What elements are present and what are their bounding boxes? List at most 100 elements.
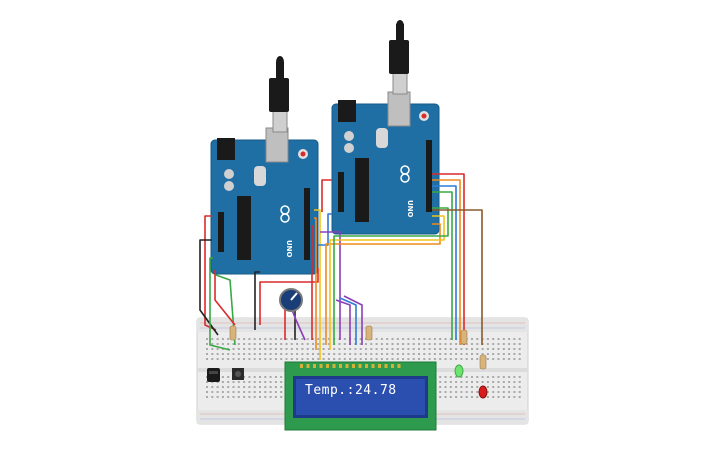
breadboard-hole	[301, 348, 304, 350]
breadboard-hole	[227, 381, 230, 383]
arduino-uno-right[interactable]: UNO	[331, 91, 440, 235]
breadboard-hole	[444, 338, 447, 340]
infinity-logo-left	[280, 205, 290, 223]
breadboard-hole	[444, 376, 447, 378]
breadboard-hole	[471, 358, 473, 360]
breadboard-hole	[237, 391, 240, 393]
lcd-pin	[332, 364, 336, 368]
breadboard-hole	[227, 353, 230, 355]
breadboard-hole	[248, 381, 251, 383]
breadboard-hole	[285, 338, 288, 340]
breadboard-hole	[264, 391, 267, 393]
wire-red-left-3	[214, 270, 236, 326]
breadboard-hole	[274, 391, 277, 393]
breadboard-hole	[476, 358, 479, 360]
breadboard-hole	[269, 381, 272, 383]
breadboard-hole	[428, 353, 431, 355]
breadboard-hole	[513, 358, 516, 360]
breadboard-hole	[497, 338, 500, 340]
breadboard-hole	[481, 381, 484, 383]
breadboard-hole	[248, 338, 251, 340]
breadboard-hole	[211, 358, 214, 360]
breadboard-hole	[449, 348, 452, 350]
breadboard-hole	[380, 353, 383, 355]
breadboard-hole	[211, 343, 214, 345]
breadboard-hole	[259, 396, 261, 398]
breadboard-hole	[476, 348, 479, 350]
breadboard-hole	[481, 353, 484, 355]
breadboard-hole	[290, 338, 293, 340]
breadboard-hole	[492, 376, 495, 378]
resistor-3	[460, 329, 468, 345]
breadboard-hole	[243, 381, 246, 383]
breadboard-hole	[486, 386, 489, 388]
breadboard-hole	[486, 376, 489, 378]
breadboard-hole	[296, 348, 299, 350]
breadboard-hole	[221, 376, 224, 378]
breadboard-hole	[423, 343, 426, 345]
wire-red-right	[432, 173, 465, 345]
breadboard-hole	[465, 386, 468, 388]
arduino-uno-left[interactable]: UNO	[210, 127, 319, 275]
breadboard-hole	[418, 343, 420, 345]
breadboard-hole	[269, 348, 272, 350]
breadboard-hole	[253, 353, 256, 355]
potentiometer[interactable]	[279, 288, 303, 312]
wire-blue-cross	[318, 213, 332, 246]
breadboard-hole	[338, 348, 341, 350]
breadboard-hole	[243, 376, 246, 378]
breadboard-hole	[486, 348, 489, 350]
breadboard-hole	[232, 396, 235, 398]
breadboard-hole	[380, 343, 383, 345]
breadboard-hole	[237, 353, 240, 355]
breadboard-hole	[221, 381, 224, 383]
breadboard-hole	[423, 353, 426, 355]
breadboard-hole	[476, 386, 479, 388]
wire-orange-cross	[325, 223, 441, 345]
breadboard-hole	[306, 348, 309, 350]
breadboard-hole	[264, 343, 267, 345]
breadboard-hole	[206, 391, 208, 393]
breadboard-hole	[221, 353, 224, 355]
breadboard-hole	[513, 391, 516, 393]
breadboard-hole	[391, 358, 394, 360]
temperature-sensor[interactable]	[207, 368, 220, 382]
lcd-pin	[365, 364, 368, 368]
breadboard-hole	[502, 391, 505, 393]
lcd-pin	[345, 364, 349, 368]
lcd-module[interactable]: Temp.:24.78	[284, 361, 437, 431]
lcd-pin	[313, 364, 316, 368]
breadboard-hole	[259, 376, 261, 378]
breadboard-hole	[412, 353, 415, 355]
wire-blue-lcd	[339, 297, 357, 345]
breadboard-hole	[221, 358, 224, 360]
breadboard-hole	[518, 338, 521, 340]
breadboard-hole	[365, 353, 367, 355]
breadboard-hole	[327, 338, 330, 340]
breadboard-hole	[492, 391, 495, 393]
breadboard-hole	[269, 396, 272, 398]
breadboard-hole	[391, 353, 394, 355]
breadboard-hole	[380, 348, 383, 350]
breadboard-hole	[492, 353, 495, 355]
breadboard-hole	[492, 358, 495, 360]
breadboard-hole	[513, 353, 516, 355]
led-red[interactable]	[478, 385, 488, 399]
breadboard-hole	[439, 386, 442, 388]
breadboard-hole	[439, 343, 442, 345]
breadboard-hole	[502, 396, 505, 398]
breadboard-hole	[248, 353, 251, 355]
breadboard-hole	[264, 386, 267, 388]
breadboard-hole	[280, 386, 283, 388]
breadboard-hole	[280, 381, 283, 383]
breadboard-hole	[211, 391, 214, 393]
lcd-pin	[352, 364, 355, 368]
breadboard-hole	[211, 353, 214, 355]
breadboard-hole	[274, 348, 277, 350]
pushbutton[interactable]	[232, 368, 244, 380]
breadboard-hole	[465, 391, 468, 393]
breadboard-hole	[428, 343, 431, 345]
breadboard-hole	[471, 381, 473, 383]
led-green[interactable]	[454, 364, 464, 378]
breadboard-hole	[290, 348, 293, 350]
